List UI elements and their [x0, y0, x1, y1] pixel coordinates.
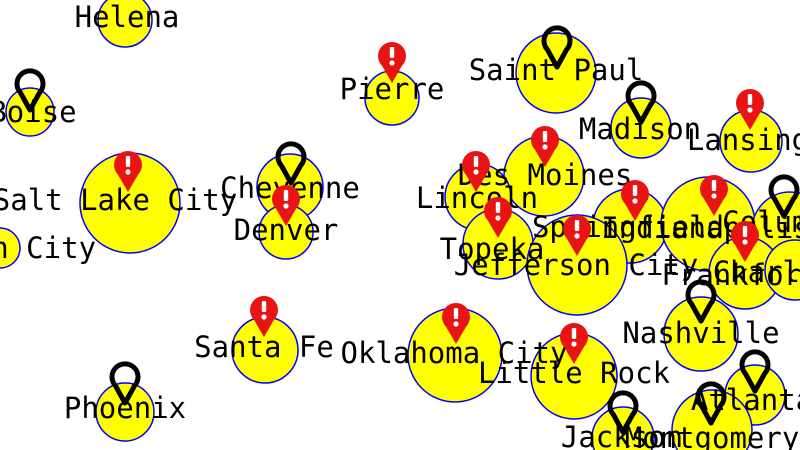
city-label-phoenix: Phoenix	[64, 391, 186, 425]
pin-icon[interactable]	[14, 68, 46, 113]
alert-icon[interactable]	[114, 150, 142, 192]
city-circle-carson-city[interactable]	[0, 227, 21, 269]
city-label-topeka: Topeka	[440, 232, 545, 266]
city-circle-charleston[interactable]	[764, 239, 800, 301]
alert-icon[interactable]	[736, 88, 764, 130]
alert-icon[interactable]	[378, 41, 406, 83]
pin-icon[interactable]	[768, 174, 800, 219]
pin-icon[interactable]	[109, 361, 141, 406]
alert-icon[interactable]	[621, 179, 649, 221]
pin-icon[interactable]	[739, 349, 771, 394]
pin-icon[interactable]	[541, 25, 573, 70]
city-label-boise: Boise	[0, 95, 77, 129]
city-label-saint-paul: Saint Paul	[469, 53, 644, 87]
alert-icon[interactable]	[442, 302, 470, 344]
alert-icon[interactable]	[531, 125, 559, 167]
city-circle-helena[interactable]	[97, 0, 153, 48]
city-label-lansing: Lansing	[687, 123, 800, 157]
pin-icon[interactable]	[625, 80, 657, 125]
city-label-montgomery: Montgomery	[625, 421, 800, 450]
city-circle-nashville[interactable]	[663, 296, 739, 372]
pin-icon[interactable]	[695, 381, 727, 426]
alert-icon[interactable]	[462, 150, 490, 192]
alert-icon[interactable]	[700, 174, 728, 216]
alert-icon[interactable]	[484, 196, 512, 238]
pin-icon[interactable]	[607, 390, 639, 435]
city-circle-phoenix[interactable]	[95, 382, 155, 442]
city-label-oklahoma-city: Oklahoma City	[341, 336, 568, 370]
city-label-salt-lake-city: Salt Lake City	[0, 183, 237, 217]
city-label-charleston: Charleston	[713, 255, 800, 289]
alert-icon[interactable]	[250, 295, 278, 337]
pin-icon[interactable]	[685, 279, 717, 324]
alert-icon[interactable]	[563, 214, 591, 256]
city-label-carson-city: Carson City	[0, 231, 96, 265]
city-label-helena: Helena	[75, 0, 180, 34]
city-circle-madison[interactable]	[610, 97, 672, 159]
city-circle-saint-paul[interactable]	[515, 32, 597, 114]
city-label-frankfort: Frankfort	[661, 258, 800, 292]
alert-icon[interactable]	[731, 220, 759, 262]
city-label-jackson: Jackson	[561, 420, 683, 450]
city-label-atlanta: Atlanta	[691, 383, 800, 417]
alert-icon[interactable]	[272, 184, 300, 226]
markers-layer	[14, 25, 800, 435]
pin-icon[interactable]	[275, 141, 307, 186]
alert-icon[interactable]	[560, 322, 588, 364]
